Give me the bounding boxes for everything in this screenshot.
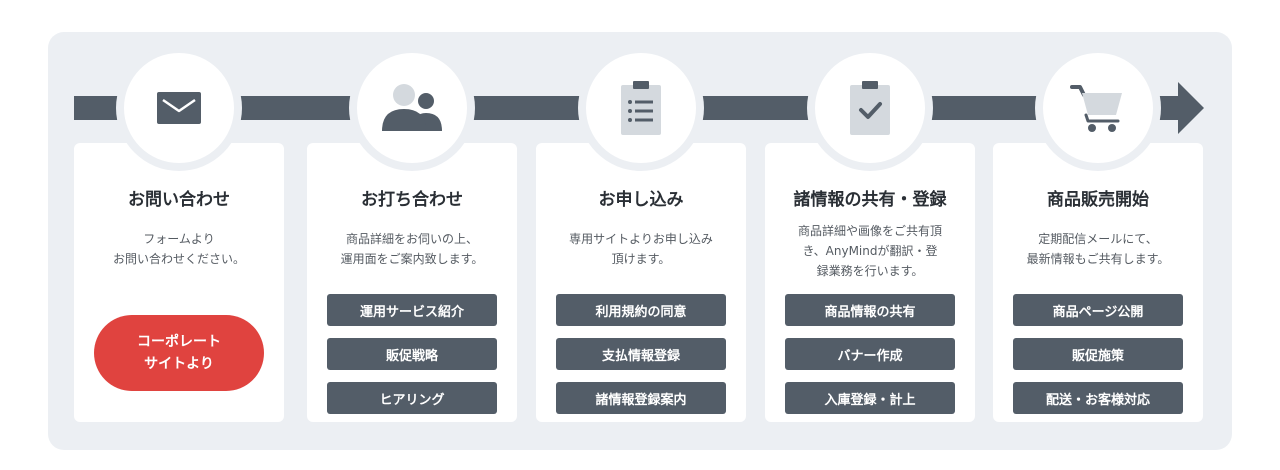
step-card-application: お申し込み 専用サイトよりお申し込み 頂けます。 利用規約の同意 支払情報登録 … (536, 143, 746, 422)
banner-creation-button[interactable]: バナー作成 (785, 338, 955, 370)
shipping-customer-support-button[interactable]: 配送・お客様対応 (1013, 382, 1183, 414)
step-title: お問い合わせ (128, 190, 230, 210)
product-info-sharing-button[interactable]: 商品情報の共有 (785, 294, 955, 326)
stock-registration-button[interactable]: 入庫登録・計上 (785, 382, 955, 414)
envelope-icon (157, 92, 201, 124)
step-description: フォームより お問い合わせください。 (112, 232, 245, 266)
step-title: お申し込み (598, 190, 684, 210)
shopping-cart-icon (1070, 85, 1122, 132)
promotion-measures-button[interactable]: 販促施策 (1013, 338, 1183, 370)
step-description: 商品詳細をお伺いの上、 運用面をご案内致します。 (340, 232, 484, 266)
step-card-info-sharing: 諸情報の共有・登録 商品詳細や画像をご共有頂 き、AnyMindが翻訳・登 録業… (765, 143, 975, 422)
step-icon-circle (124, 53, 234, 163)
step-description: 専用サイトよりお申し込み 頂けます。 (569, 232, 713, 266)
step-icon-circle (357, 53, 467, 163)
step-title: 商品販売開始 (1047, 190, 1149, 210)
service-intro-button[interactable]: 運用サービス紹介 (327, 294, 497, 326)
promotion-strategy-button[interactable]: 販促戦略 (327, 338, 497, 370)
product-page-publish-button[interactable]: 商品ページ公開 (1013, 294, 1183, 326)
clipboard-list-icon (621, 81, 661, 135)
terms-agreement-button[interactable]: 利用規約の同意 (556, 294, 726, 326)
corporate-site-button[interactable]: コーポレート サイトより (94, 315, 264, 391)
step-title: 諸情報の共有・登録 (793, 190, 947, 210)
step-description: 定期配信メールにて、 最新情報もご共有します。 (1026, 232, 1170, 266)
hearing-button[interactable]: ヒアリング (327, 382, 497, 414)
step-icon-circle (586, 53, 696, 163)
people-icon (382, 84, 442, 131)
step-description: 商品詳細や画像をご共有頂 き、AnyMindが翻訳・登 録業務を行います。 (797, 224, 942, 278)
info-registration-guide-button[interactable]: 諸情報登録案内 (556, 382, 726, 414)
clipboard-check-icon (850, 81, 890, 135)
flow-arrow-head (1178, 82, 1204, 134)
step-title: お打ち合わせ (361, 190, 463, 210)
step-card-sales-start: 商品販売開始 定期配信メールにて、 最新情報もご共有します。 商品ページ公開 販… (993, 143, 1203, 422)
step-icon-circle (815, 53, 925, 163)
payment-registration-button[interactable]: 支払情報登録 (556, 338, 726, 370)
step-icon-circle (1043, 53, 1153, 163)
step-card-meeting: お打ち合わせ 商品詳細をお伺いの上、 運用面をご案内致します。 運用サービス紹介… (307, 143, 517, 422)
step-card-inquiry: お問い合わせ フォームより お問い合わせください。 コーポレート サイトより (74, 143, 284, 422)
